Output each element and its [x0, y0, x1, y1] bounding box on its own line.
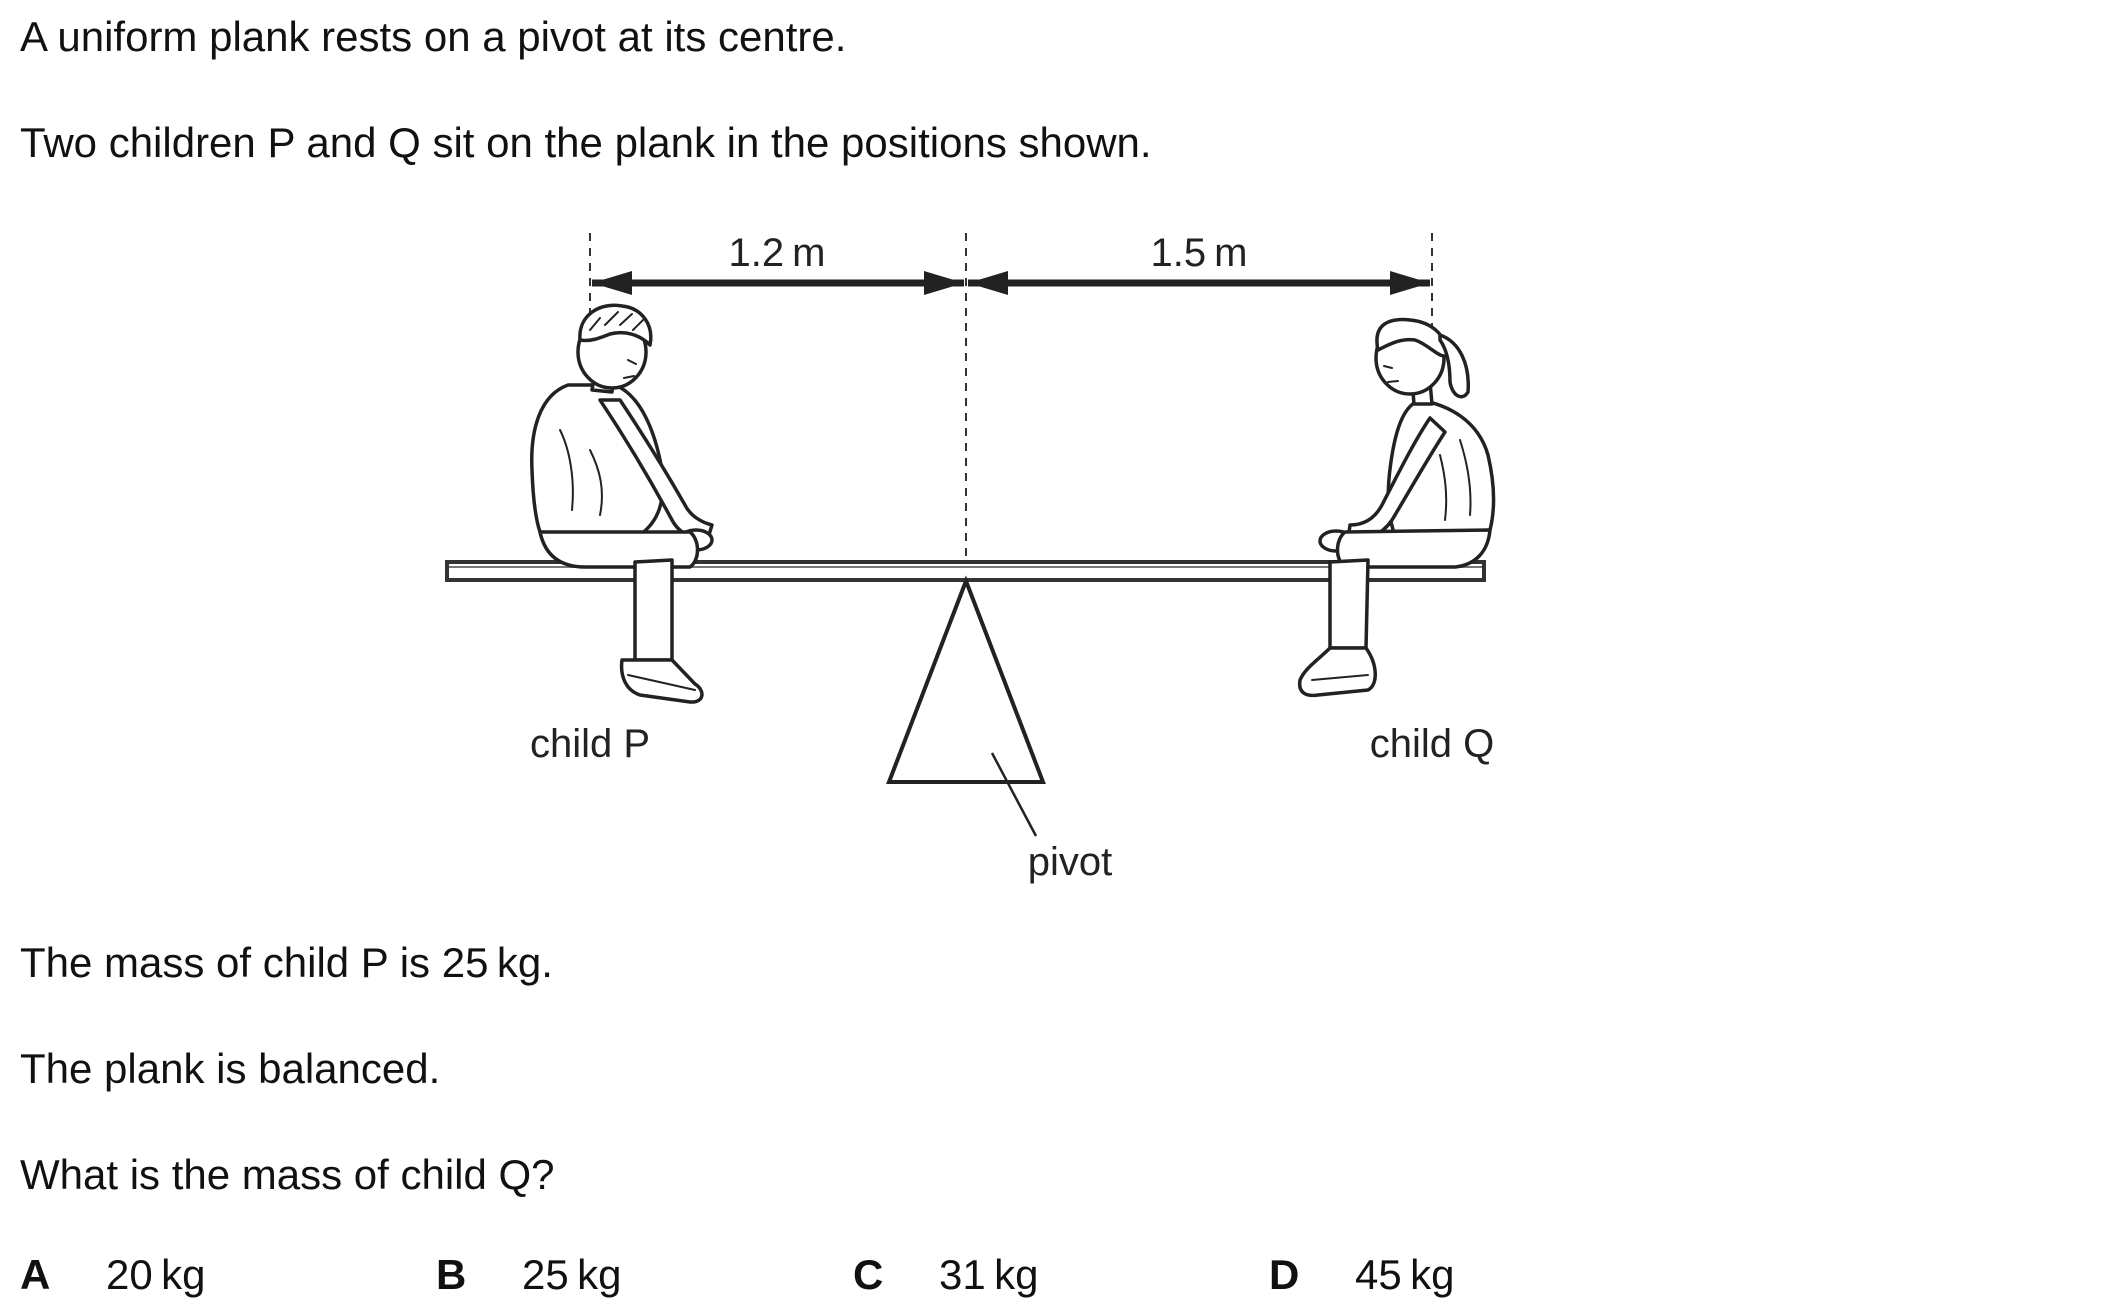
question-intro: A uniform plank rests on a pivot at its … [20, 13, 847, 60]
arrowhead-left-end [924, 271, 964, 295]
option-value: 20 kg [106, 1251, 206, 1298]
child-q-figure [1297, 317, 1496, 698]
distance-label-left: 1.2 m [729, 231, 826, 275]
pivot-pointer-line [990, 752, 1038, 837]
option-letter: D [1269, 1251, 1300, 1298]
option-letter: B [436, 1251, 467, 1298]
arrowhead-left-start [592, 271, 632, 295]
option-value: 45 kg [1355, 1251, 1455, 1298]
question-prompt: What is the mass of child Q? [20, 1151, 555, 1198]
child-p-figure [530, 303, 714, 704]
option-value: 31 kg [939, 1251, 1039, 1298]
child-q-label: child Q [1370, 722, 1495, 766]
answer-option-d[interactable]: D 45 kg [1269, 1254, 1454, 1296]
answer-option-b[interactable]: B 25 kg [436, 1254, 621, 1296]
option-value: 25 kg [522, 1251, 622, 1298]
pivot-label: pivot [1028, 840, 1113, 884]
balance-condition: The plank is balanced. [20, 1045, 441, 1092]
arrowhead-right-start [968, 271, 1008, 295]
answer-option-a[interactable]: A 20 kg [20, 1254, 205, 1296]
distance-label-right: 1.5 m [1151, 231, 1248, 275]
question-setup: Two children P and Q sit on the plank in… [20, 119, 1152, 166]
arrowhead-right-end [1390, 271, 1430, 295]
pivot-triangle [886, 575, 1046, 784]
mass-statement: The mass of child P is 25 kg. [20, 939, 553, 986]
option-letter: C [853, 1251, 884, 1298]
child-p-label: child P [530, 722, 650, 766]
dimension-arrows [592, 271, 1430, 295]
answer-option-c[interactable]: C 31 kg [853, 1254, 1038, 1296]
option-letter: A [20, 1251, 51, 1298]
